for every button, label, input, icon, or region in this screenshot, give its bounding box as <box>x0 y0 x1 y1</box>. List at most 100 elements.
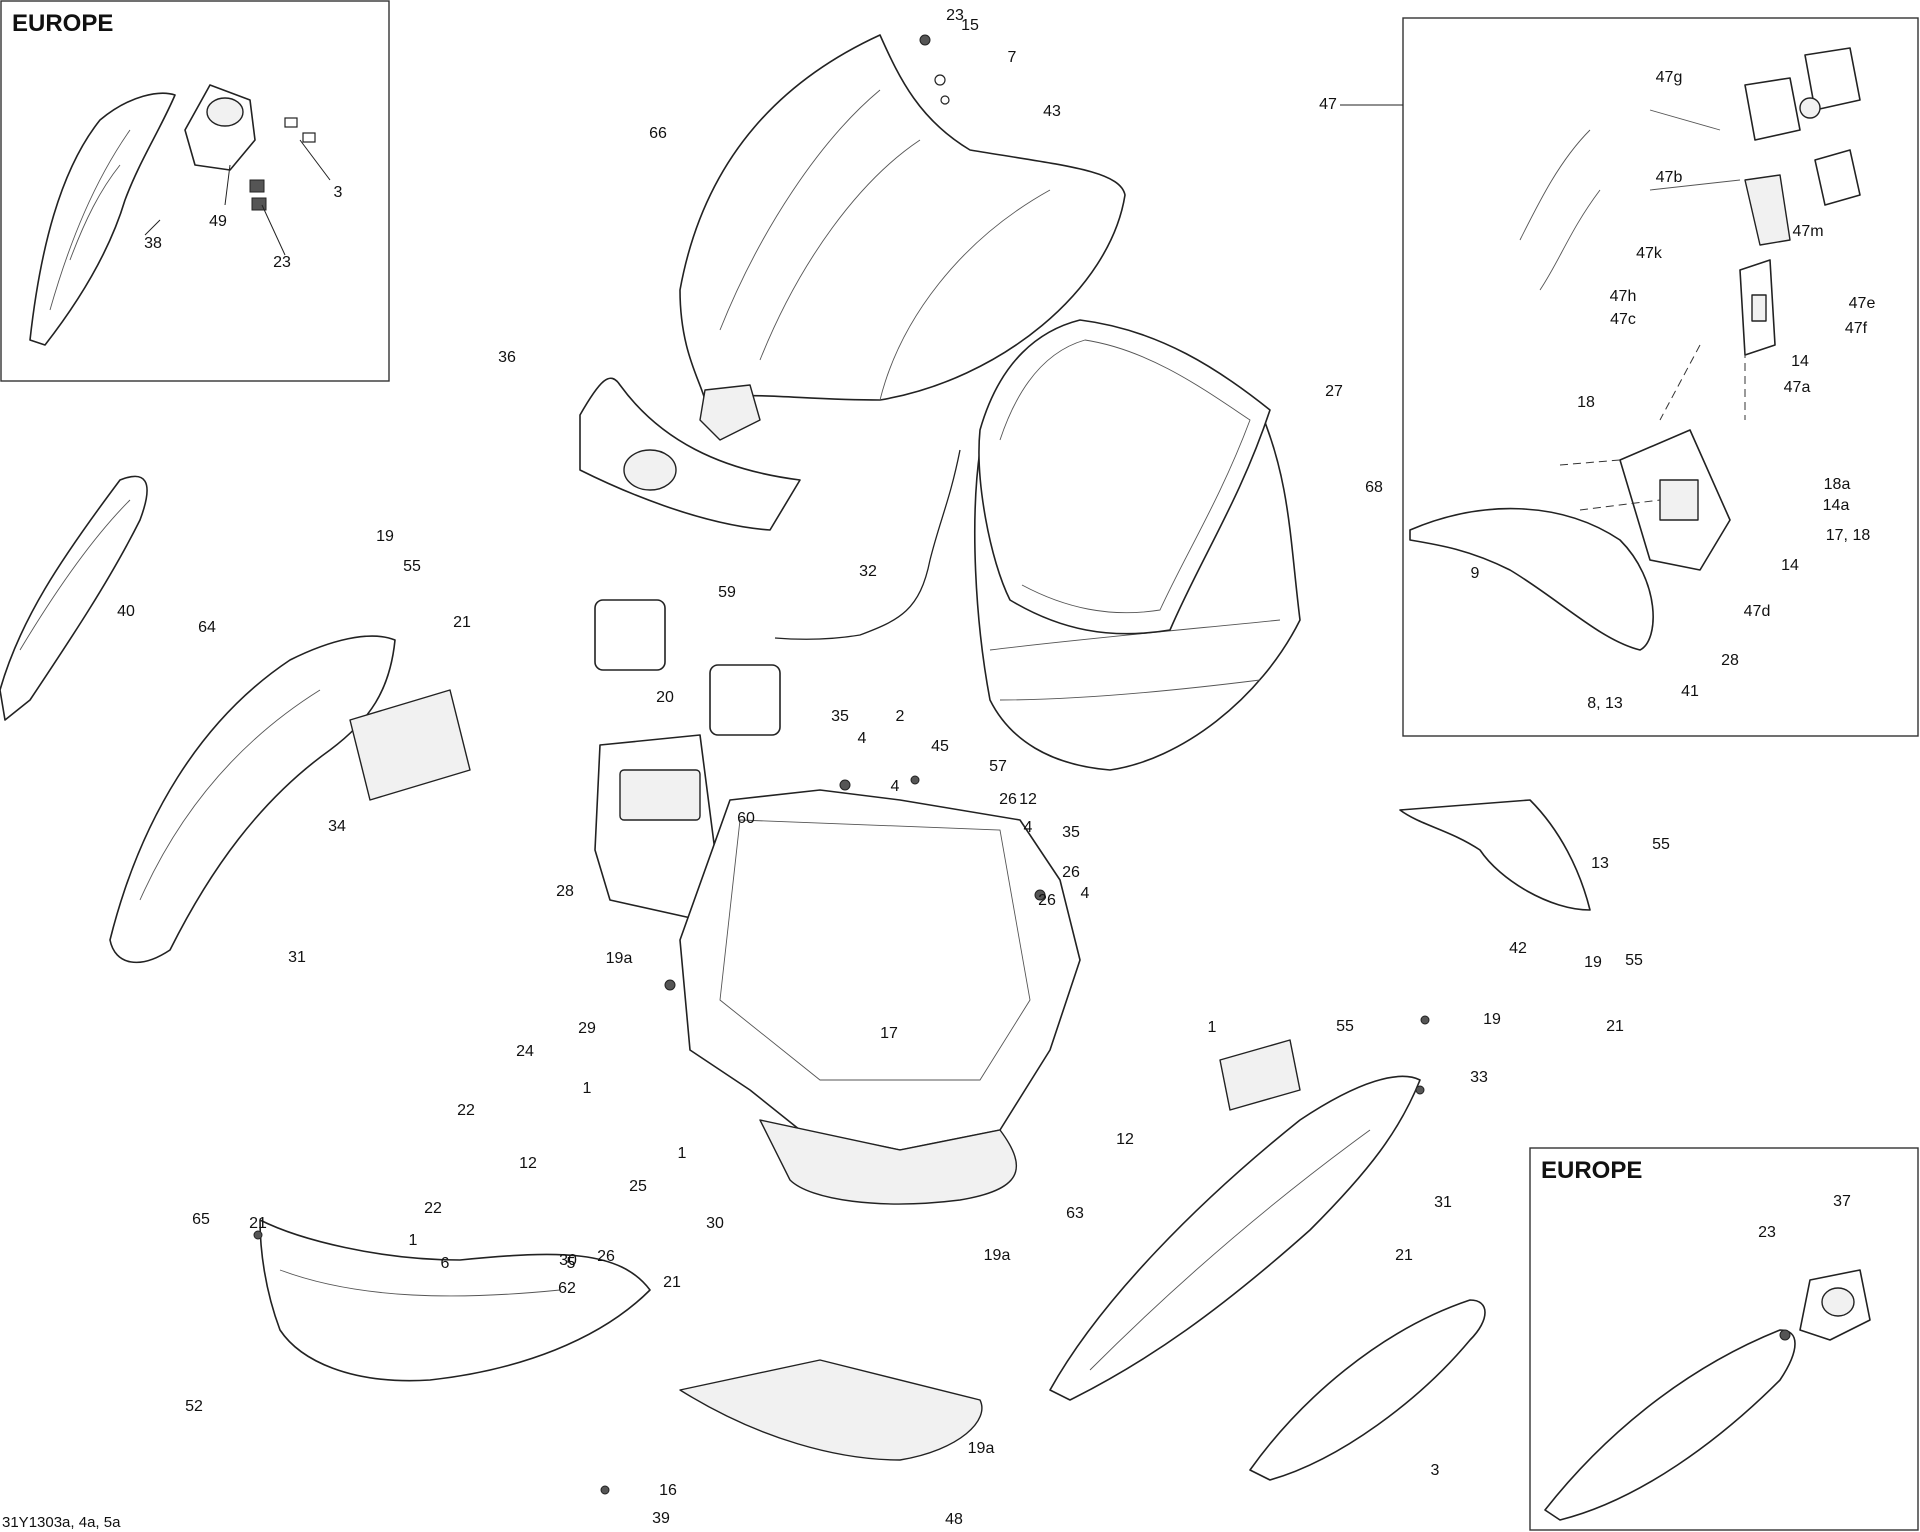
callout-label: 47e <box>1849 295 1876 312</box>
callout-label: 8, 13 <box>1587 695 1623 712</box>
part-main-frame <box>679 789 1081 1151</box>
callout-label: 19a <box>984 1247 1011 1264</box>
part-62-lower-tray <box>759 1119 1017 1205</box>
callout-label: 47m <box>1792 223 1823 240</box>
callout-label: 20 <box>656 689 674 706</box>
callout-label: 4 <box>1081 885 1090 902</box>
callout-label: 35 <box>831 708 849 725</box>
part-64-left-side-panel <box>109 635 396 964</box>
callout-label: 36 <box>498 349 516 366</box>
callout-label: 63 <box>1066 1205 1084 1222</box>
callout-label: 23 <box>946 7 964 24</box>
callout-label: 1 <box>1208 1019 1217 1036</box>
callout-label: 14 <box>1781 557 1799 574</box>
part-65-front-bumper <box>259 1219 651 1382</box>
callout-label: 32 <box>859 563 877 580</box>
callout-label: 55 <box>1652 836 1670 853</box>
part-38-headlight-bezel-europe <box>29 92 176 346</box>
callout-label: 21 <box>1395 1247 1413 1264</box>
callout-label: 65 <box>192 1211 210 1228</box>
callout-label: 21 <box>249 1215 267 1232</box>
part-42-bracket <box>1399 799 1591 911</box>
callout-label: 26 <box>999 791 1017 808</box>
europe-inset-bottom-right <box>1529 1147 1919 1531</box>
part-48-lamp-housing <box>1799 1269 1871 1341</box>
callout-label: 62 <box>558 1280 576 1297</box>
part-47g-tail-lamp <box>1744 47 1861 141</box>
callout-label: 18 <box>1577 394 1595 411</box>
reference-code: 31Y1303a, 4a, 5a <box>2 1514 121 1531</box>
callout-label: 48 <box>945 1511 963 1528</box>
callout-label: 66 <box>649 125 667 142</box>
part-59-lamps <box>594 599 781 736</box>
europe-title-bottom-right: EUROPE <box>1541 1157 1642 1184</box>
callout-label: 24 <box>516 1043 534 1060</box>
part-39-headlight-lens <box>1249 1299 1486 1481</box>
callout-label: 47d <box>1744 603 1771 620</box>
part-52-skid-plate <box>679 1359 983 1461</box>
callout-label: 19 <box>1483 1011 1501 1028</box>
callout-label: 57 <box>989 758 1007 775</box>
kit-47-assembly-lines <box>1559 344 1746 511</box>
callout-label: 3 <box>334 184 343 201</box>
callout-label: 64 <box>198 619 216 636</box>
hardware-23-nuts <box>249 179 267 211</box>
callout-label: 47f <box>1845 320 1868 337</box>
callout-label: 47b <box>1656 169 1683 186</box>
callout-label: 47c <box>1610 311 1636 328</box>
callout-label: 4 <box>891 778 900 795</box>
part-40-side-fairing <box>0 475 148 721</box>
hardware-fasteners <box>253 34 1791 1495</box>
callout-label: 47g <box>1656 69 1683 86</box>
callout-label: 38 <box>144 235 162 252</box>
callout-label: 31 <box>288 949 306 966</box>
callout-label: 12 <box>1019 791 1037 808</box>
inset-kit-47 <box>1402 17 1919 737</box>
callout-label: 5 <box>567 1255 576 1272</box>
callout-label: 27 <box>1325 383 1343 400</box>
callout-label: 33 <box>1470 1069 1488 1086</box>
callout-label: 40 <box>117 603 135 620</box>
callout-label: 31 <box>1434 1194 1452 1211</box>
callout-label: 25 <box>629 1178 647 1195</box>
part-49-lamp-housing <box>184 84 256 171</box>
callout-label: 43 <box>1043 103 1061 120</box>
callout-label: 68 <box>1365 479 1383 496</box>
wiring-harness <box>1519 109 1741 291</box>
callout-label: 13 <box>1591 855 1609 872</box>
callout-label: 39 <box>652 1510 670 1527</box>
part-37-headlight-bezel-europe <box>1544 1329 1796 1521</box>
part-41-rear-fender <box>1409 507 1654 651</box>
callout-label: 16 <box>659 1482 677 1499</box>
callout-label: 19 <box>376 528 394 545</box>
callout-label: 19a <box>968 1440 995 1457</box>
part-47d-mount-bracket <box>1619 429 1731 571</box>
callout-label: 49 <box>209 213 227 230</box>
callout-label: 14 <box>1791 353 1809 370</box>
callout-label: 15 <box>961 17 979 34</box>
part-27-bin-gasket <box>978 319 1271 635</box>
callout-label: 21 <box>453 614 471 631</box>
part-32-cable <box>774 449 961 640</box>
callout-label: 26 <box>597 1248 615 1265</box>
callout-label: 47a <box>1784 379 1811 396</box>
callout-label: 17 <box>880 1025 898 1042</box>
callout-label: 6 <box>441 1255 450 1272</box>
callout-label: 12 <box>1116 1131 1134 1148</box>
callout-label: 41 <box>1681 683 1699 700</box>
callout-label: 47k <box>1636 245 1663 262</box>
callout-label: 28 <box>556 883 574 900</box>
callout-label: 21 <box>663 1274 681 1291</box>
callout-label: 2 <box>896 708 905 725</box>
callout-label: 3 <box>1431 1462 1440 1479</box>
callout-label: 1 <box>409 1232 418 1249</box>
europe-inset-top-left <box>0 0 390 382</box>
callout-label: 14a <box>1823 497 1850 514</box>
callout-label: 4 <box>858 730 867 747</box>
callout-label: 19a <box>606 950 633 967</box>
callout-label: 26 <box>1038 892 1056 909</box>
callout-label: 55 <box>1336 1018 1354 1035</box>
europe-title-top-left: EUROPE <box>12 10 113 37</box>
callout-label: 30 <box>559 1252 577 1269</box>
callout-label: 28 <box>1721 652 1739 669</box>
